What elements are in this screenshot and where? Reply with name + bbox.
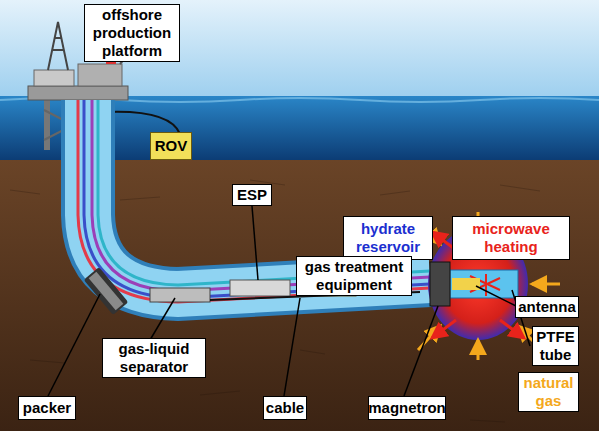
rov-box: ROV: [150, 132, 192, 160]
label-box: ESP: [232, 184, 272, 206]
label-box: hydrate reservoir: [343, 216, 433, 260]
well: [78, 100, 430, 302]
rov-tether: [108, 112, 180, 134]
packer-part: [84, 267, 129, 315]
label-text: ESP: [237, 186, 267, 204]
label-text: PTFE tube: [536, 328, 575, 364]
label-box: natural gas: [518, 372, 579, 412]
label-text: microwave heating: [456, 220, 566, 256]
esp-part: [230, 280, 290, 296]
antenna-part: [452, 278, 480, 290]
magnetron-part: [430, 262, 450, 306]
label-box: packer: [18, 396, 76, 420]
label-box: offshore production platform: [84, 4, 180, 62]
label-box: antenna: [515, 296, 579, 318]
label-text: packer: [23, 399, 71, 417]
separator-part: [150, 288, 210, 302]
label-text: cable: [266, 399, 304, 417]
label-text: antenna: [518, 298, 576, 316]
label-box: PTFE tube: [532, 326, 579, 366]
sky: [0, 0, 599, 96]
label-text: gas treatment equipment: [300, 258, 408, 294]
label-box: cable: [263, 396, 307, 420]
label-text: offshore production platform: [88, 6, 176, 60]
ptfe-tube: [450, 270, 518, 298]
label-text: magnetron: [368, 399, 446, 417]
label-text: ROV: [155, 137, 188, 155]
label-text: hydrate reservoir: [347, 220, 429, 256]
label-text: gas-liquid separator: [106, 340, 202, 376]
label-box: gas-liquid separator: [102, 338, 206, 378]
label-box: microwave heating: [452, 216, 570, 260]
label-box: magnetron: [368, 396, 446, 420]
label-box: gas treatment equipment: [296, 256, 412, 296]
label-text: natural gas: [522, 374, 575, 410]
